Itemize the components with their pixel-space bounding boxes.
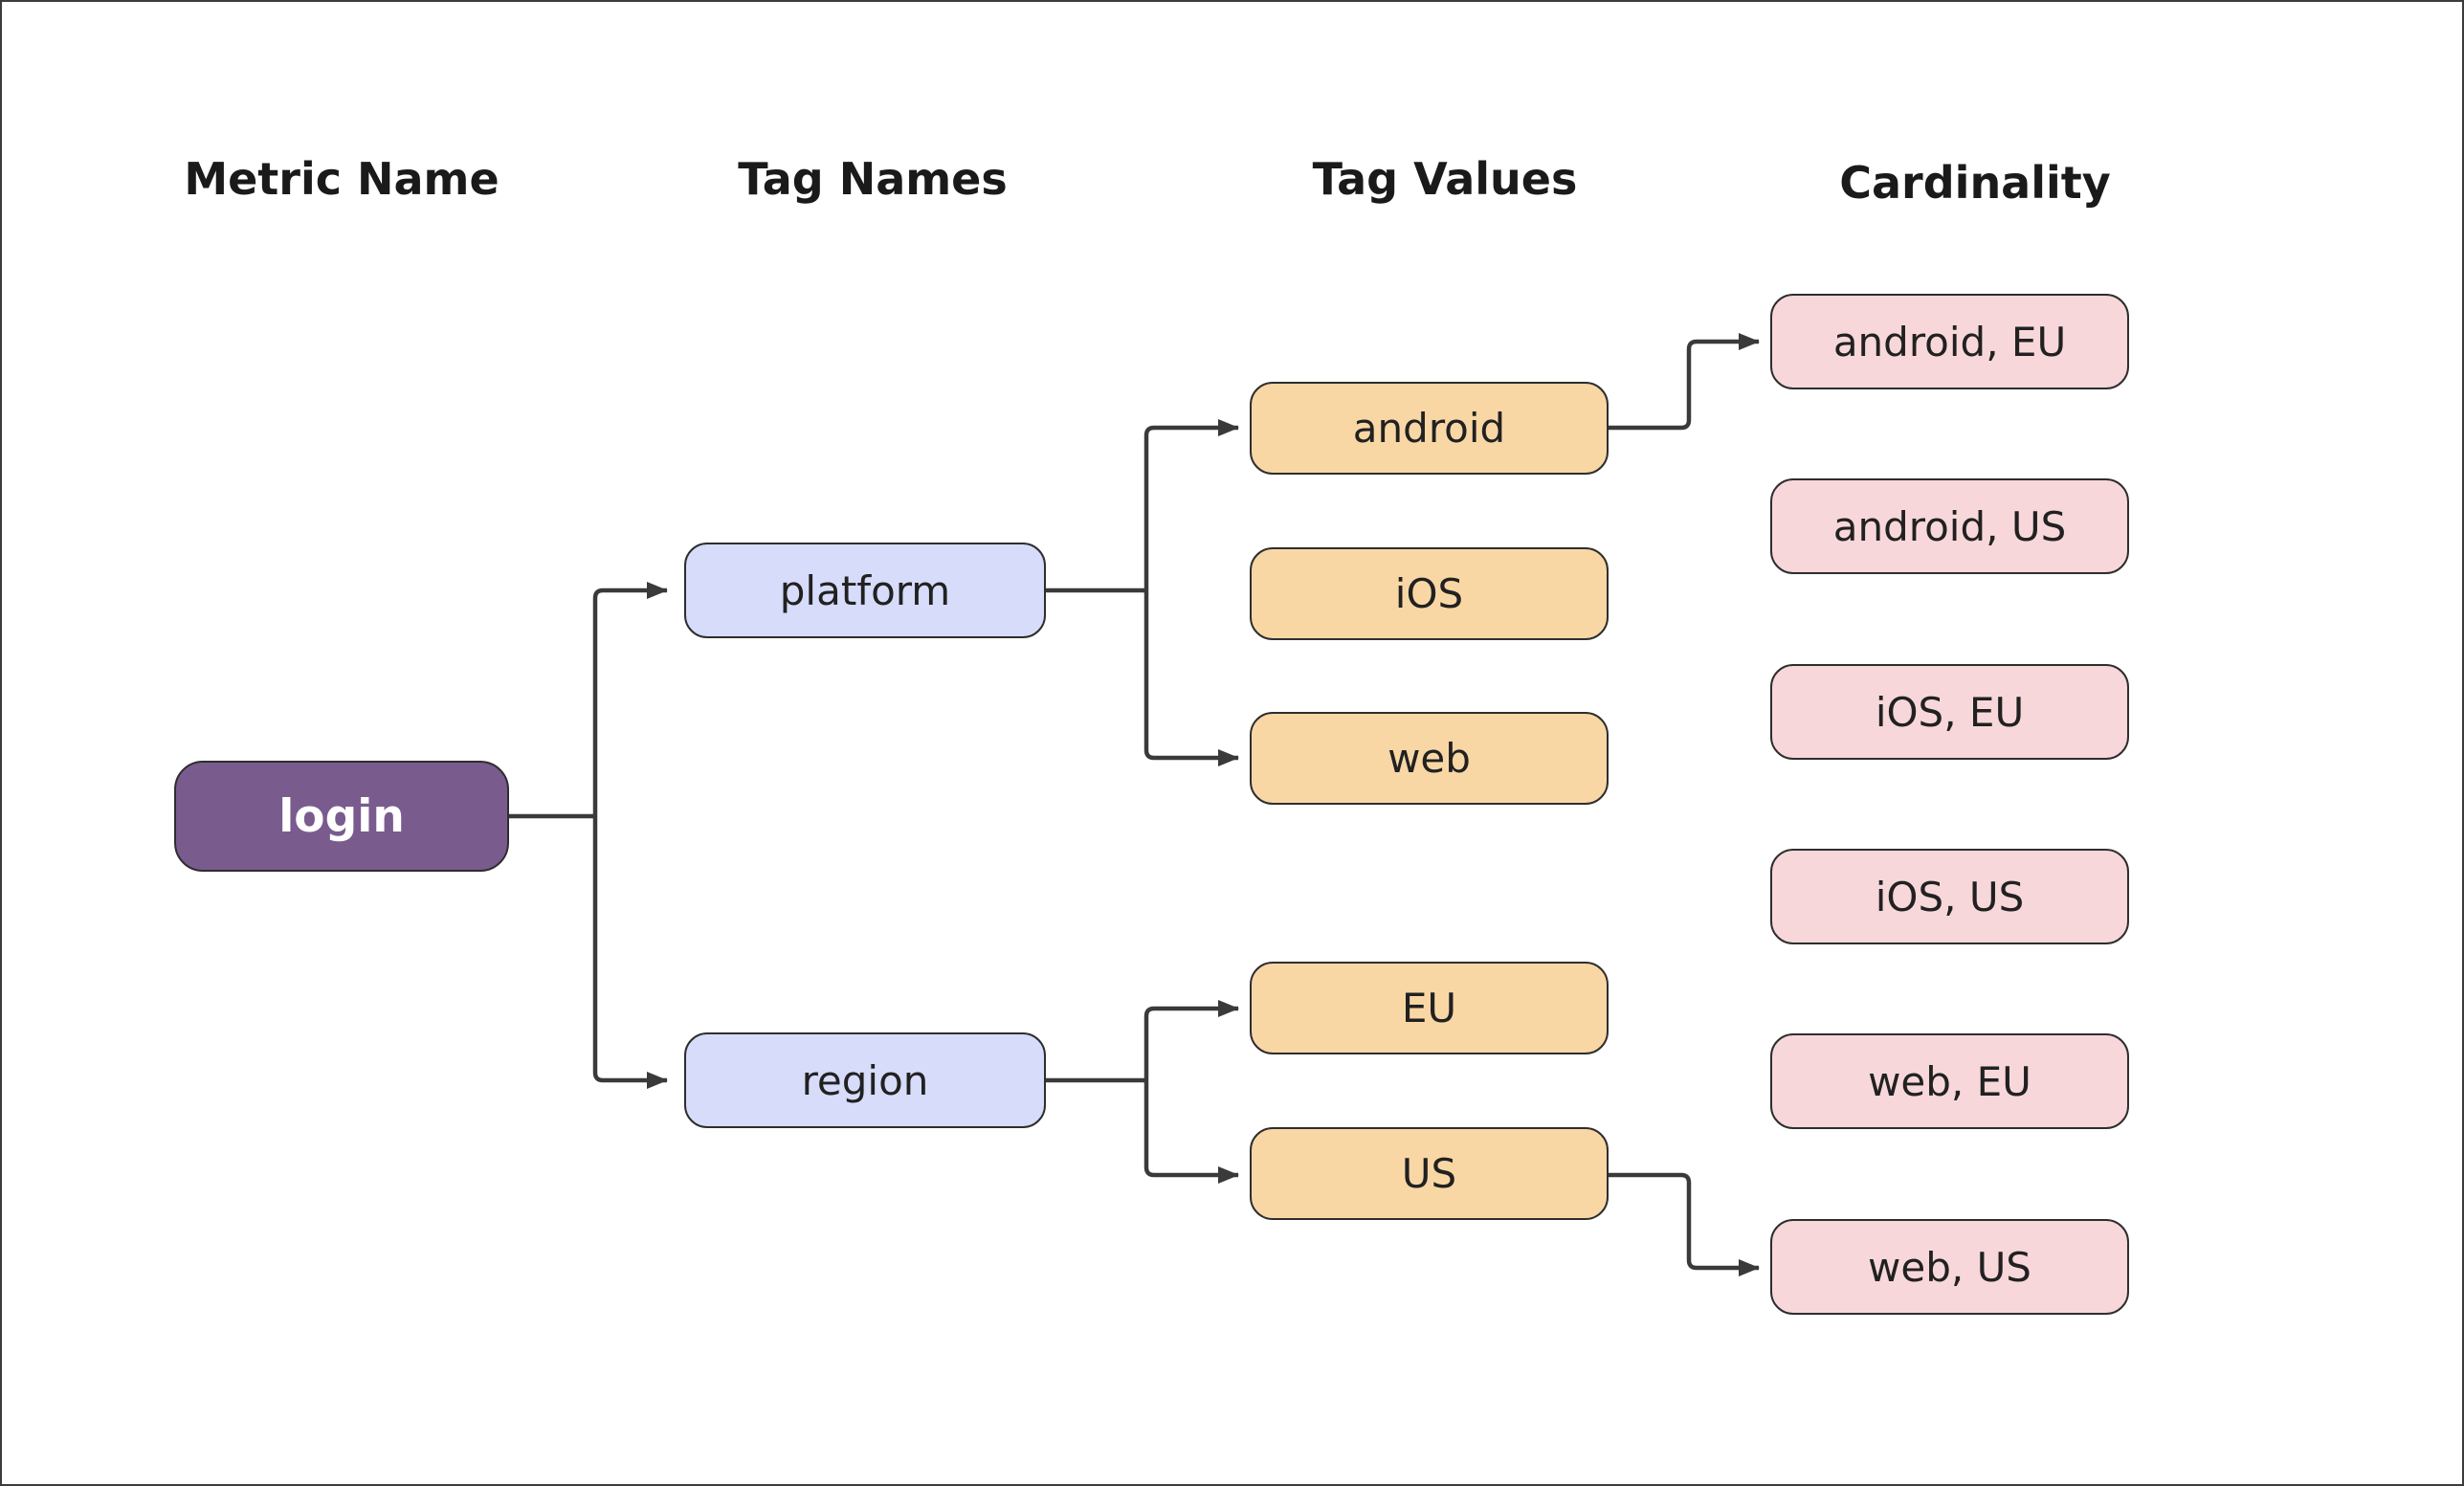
node-ios-us: iOS, US [1770, 849, 2129, 944]
node-eu: EU [1250, 962, 1609, 1054]
node-platform: platform [684, 543, 1046, 638]
node-web-eu: web, EU [1770, 1033, 2129, 1129]
node-region: region [684, 1032, 1046, 1128]
node-ios: iOS [1250, 547, 1609, 640]
column-header-cardinality: Cardinality [1839, 157, 2111, 209]
node-login: login [174, 761, 509, 872]
column-header-tag-names: Tag Names [738, 153, 1008, 205]
edge-region-us [1143, 1080, 1239, 1184]
edge-login-platform [592, 582, 668, 816]
node-us: US [1250, 1127, 1609, 1220]
edge-login-region [592, 816, 668, 1089]
node-android: android [1250, 382, 1609, 475]
node-ios-eu: iOS, EU [1770, 664, 2129, 760]
column-header-tag-values: Tag Values [1312, 153, 1578, 205]
node-web: web [1250, 712, 1609, 805]
edge-region-eu [1143, 1000, 1239, 1080]
edge-platform-web [1143, 590, 1239, 766]
node-web-us: web, US [1770, 1219, 2129, 1315]
column-header-metric-name: Metric Name [184, 153, 499, 205]
edge-us-web-us [1609, 1172, 1760, 1276]
edge-platform-android [1143, 419, 1239, 590]
edge-android-android-eu [1609, 333, 1760, 431]
node-android-eu: android, EU [1770, 294, 2129, 389]
node-android-us: android, US [1770, 478, 2129, 574]
